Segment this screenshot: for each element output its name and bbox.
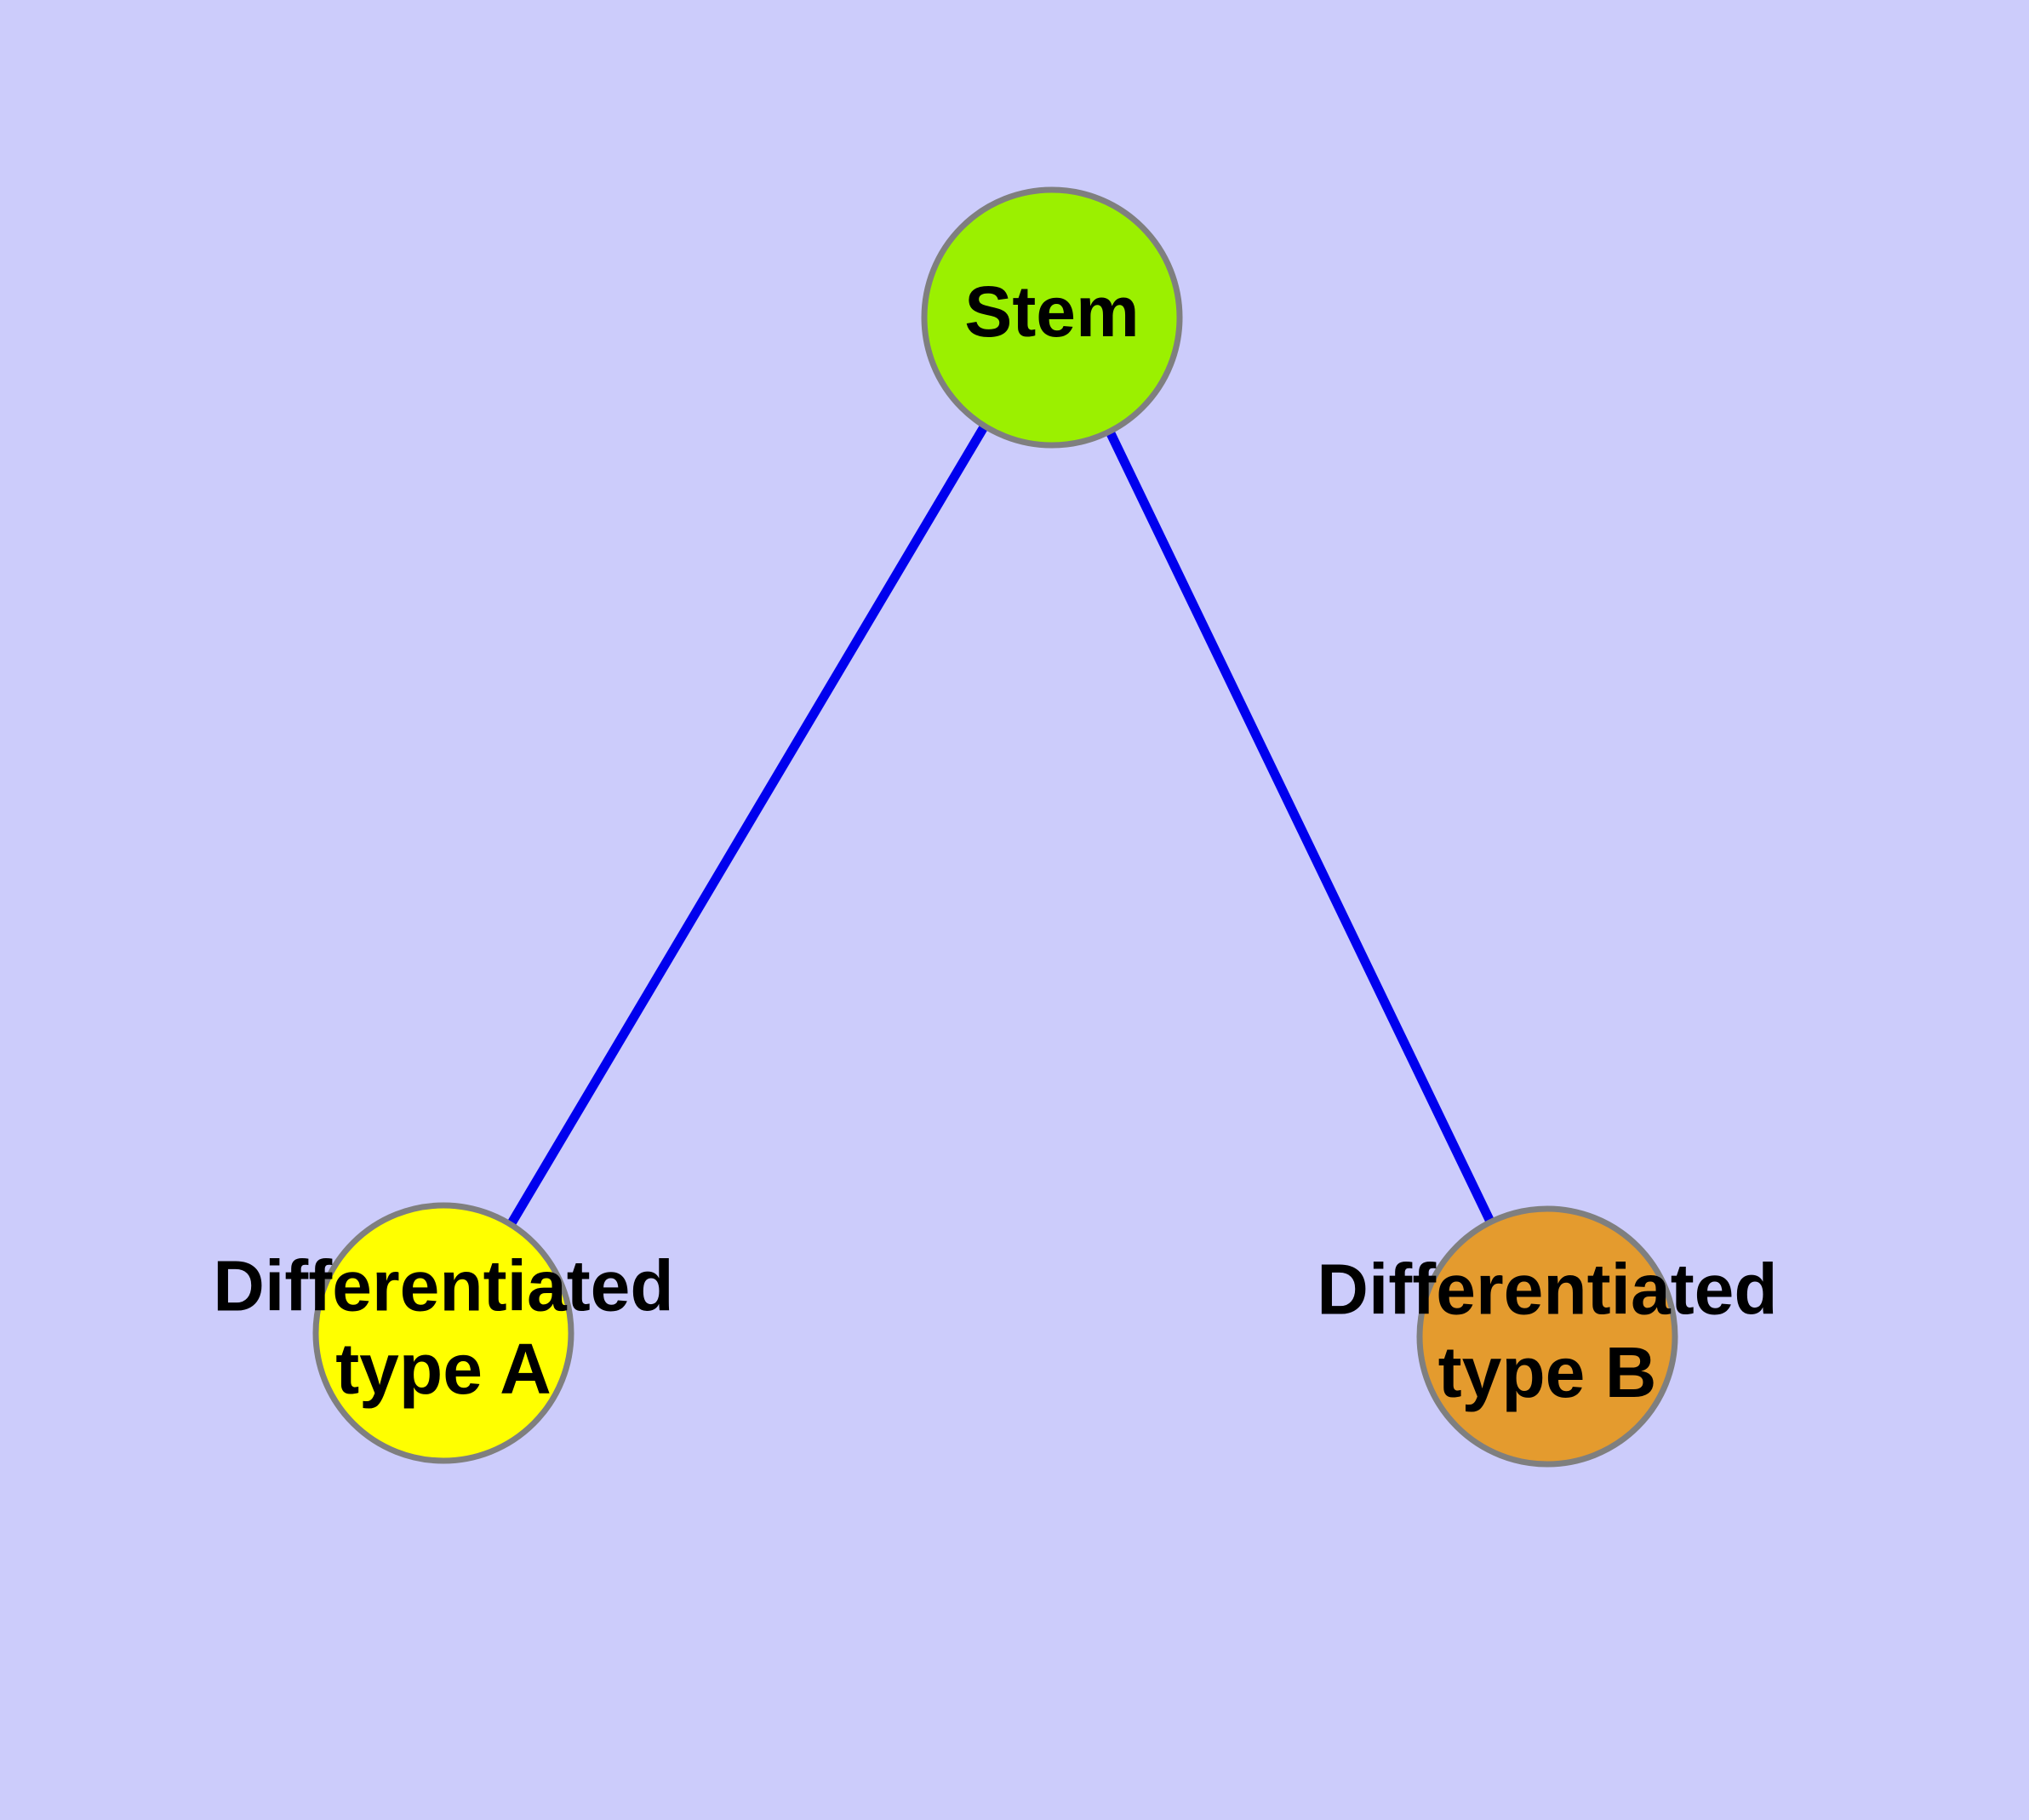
node-differentiated-type-a-circle[interactable] (312, 1202, 574, 1464)
node-differentiated-type-b-label-line-0: Differentiated (1317, 1249, 1777, 1329)
node-differentiated-type-a[interactable]: Differentiated type A (213, 1202, 674, 1464)
node-differentiated-type-a-label-line-0: Differentiated (213, 1245, 673, 1325)
edge-stem-to-differentiated-type-b[interactable] (1105, 427, 1495, 1226)
edge-stem-to-differentiated-type-a[interactable] (507, 423, 989, 1226)
node-differentiated-type-a-label-line-1: type A (335, 1329, 552, 1409)
nodes-layer: Stem Differentiated type A Differentiate… (213, 186, 1778, 1468)
node-differentiated-type-b[interactable]: Differentiated type B (1317, 1205, 1778, 1468)
node-stem[interactable]: Stem (921, 186, 1183, 449)
node-stem-label-line-0: Stem (964, 272, 1139, 352)
edges-layer (507, 423, 1495, 1226)
node-differentiated-type-b-circle[interactable] (1416, 1205, 1678, 1468)
node-differentiated-type-b-label-line-1: type B (1438, 1332, 1657, 1412)
node-stem-circle[interactable] (921, 186, 1183, 449)
